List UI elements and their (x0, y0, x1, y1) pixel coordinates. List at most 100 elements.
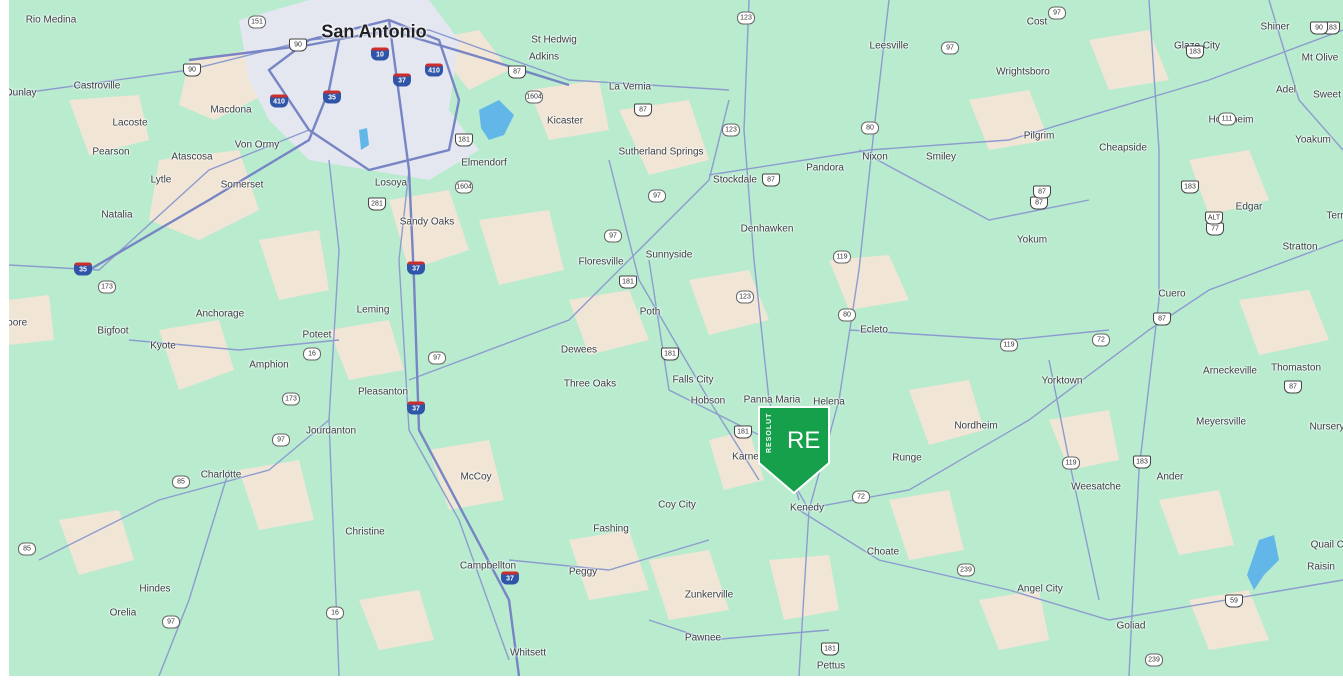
route-shield-icon: 1604 (525, 90, 543, 104)
place-label: Stockdale (713, 174, 757, 186)
route-shield-icon: 90 (1310, 21, 1328, 35)
place-label: Yorktown (1041, 375, 1083, 387)
place-label: Denhawken (740, 223, 794, 235)
route-shield-icon: 87 (1284, 380, 1302, 394)
route-shield-icon: 87 (634, 103, 652, 117)
route-shield-icon: 410 (425, 63, 443, 77)
place-label: Hindes (139, 583, 171, 595)
route-shield-icon: 239 (957, 563, 975, 577)
route-shield-icon: 183 (1186, 45, 1204, 59)
route-shield-icon: 87 (762, 173, 780, 187)
place-label: Leming (356, 304, 390, 316)
resolut-location-marker[interactable]: RESOLUT RE (757, 405, 831, 497)
place-label: Pandora (806, 162, 844, 174)
place-label: Sutherland Springs (618, 146, 704, 158)
place-label: Whitsett (509, 647, 547, 659)
place-label: Goliad (1116, 620, 1146, 632)
route-shield-icon: 59 (1225, 594, 1243, 608)
route-shield-icon: 37 (407, 401, 425, 415)
route-shield-icon: 281 (368, 197, 386, 211)
route-shield-icon: 123 (736, 290, 754, 304)
route-shield-icon: 37 (393, 73, 411, 87)
place-label: Kenedy (790, 502, 824, 514)
route-shield-icon: 97 (648, 189, 666, 203)
route-shield-icon: 239 (1145, 653, 1163, 667)
route-shield-icon: 97 (941, 41, 959, 55)
place-label: Amphion (249, 359, 289, 371)
route-shield-icon: 90 (183, 63, 201, 77)
route-shield-icon: 35 (74, 262, 92, 276)
route-shield-icon: 72 (852, 490, 870, 504)
place-label: Macdona (210, 104, 252, 116)
place-label: Yokum (1016, 234, 1048, 246)
place-label: Losoya (374, 177, 408, 189)
route-shield-icon: 183 (1133, 455, 1151, 469)
place-label: Dunlay (9, 87, 37, 99)
route-shield-icon: 97 (428, 351, 446, 365)
place-label: Pawnee (684, 632, 722, 644)
route-shield-icon: 111 (1218, 112, 1236, 126)
route-shield-icon: ALT (1205, 211, 1223, 225)
place-label: Cheapside (1099, 142, 1147, 154)
place-label: Choate (866, 546, 900, 558)
place-label: Moore (9, 317, 28, 329)
place-label: Christine (345, 526, 385, 538)
place-label: Nixon (862, 151, 888, 163)
route-shield-icon: 151 (248, 15, 266, 29)
place-label: Atascosa (171, 151, 213, 163)
route-shield-icon: 119 (833, 250, 851, 264)
route-shield-icon: 85 (18, 542, 36, 556)
place-label: Pettus (816, 660, 846, 672)
place-label: Quail Cr (1310, 539, 1343, 551)
place-label: Ecleto (860, 324, 888, 336)
place-label: Bigfoot (97, 325, 129, 337)
place-label: Raisin (1307, 561, 1335, 573)
place-label: St Hedwig (531, 34, 577, 46)
place-label: Lacoste (112, 117, 148, 129)
place-label: McCoy (460, 471, 492, 483)
map-base-layer (9, 0, 1343, 676)
place-label: Sweet (1313, 89, 1341, 101)
place-label: Castroville (73, 80, 121, 92)
route-shield-icon: 35 (323, 90, 341, 104)
route-shield-icon: 10 (371, 47, 389, 61)
route-shield-icon: 90 (289, 38, 307, 52)
place-label: Kyote (150, 340, 176, 352)
place-label: Lytle (150, 174, 172, 186)
route-shield-icon: 119 (1062, 456, 1080, 470)
route-shield-icon: 80 (838, 308, 856, 322)
place-label: Runge (892, 452, 922, 464)
place-label: Adel (1275, 84, 1297, 96)
route-shield-icon: 87 (1153, 312, 1171, 326)
place-label: Leesville (869, 40, 909, 52)
farmland-patches (9, 30, 1329, 650)
place-label: Three Oaks (563, 378, 617, 390)
route-shield-icon: 119 (1000, 338, 1018, 352)
place-label: Poteet (302, 329, 332, 341)
place-label: La Vernia (608, 81, 652, 93)
place-label: Weesatche (1071, 481, 1121, 493)
place-label: Elmendorf (461, 157, 507, 169)
place-label: Zunkerville (684, 589, 734, 601)
place-label: Smiley (925, 151, 957, 163)
place-label: Thomaston (1270, 362, 1322, 374)
place-label: Charlotte (200, 469, 242, 481)
place-label: Stratton (1282, 241, 1318, 253)
route-shield-icon: 97 (162, 615, 180, 629)
place-label: Arneckeville (1203, 365, 1257, 377)
marker-initials: RE (787, 427, 821, 454)
place-label: Pearson (92, 146, 130, 158)
place-label: Falls City (672, 374, 714, 386)
route-shield-icon: 181 (619, 275, 637, 289)
place-label: Panna Maria (743, 394, 801, 406)
place-label: Peggy (568, 566, 598, 578)
place-label: Yoakum (1295, 134, 1331, 146)
place-label: Mt Olive (1301, 52, 1339, 64)
place-label: Pilgrim (1023, 130, 1055, 142)
place-label: Terr (1326, 210, 1343, 222)
place-label: Kicaster (546, 115, 584, 127)
route-shield-icon: 97 (272, 433, 290, 447)
place-label: Edgar (1235, 201, 1263, 213)
route-shield-icon: 181 (734, 425, 752, 439)
